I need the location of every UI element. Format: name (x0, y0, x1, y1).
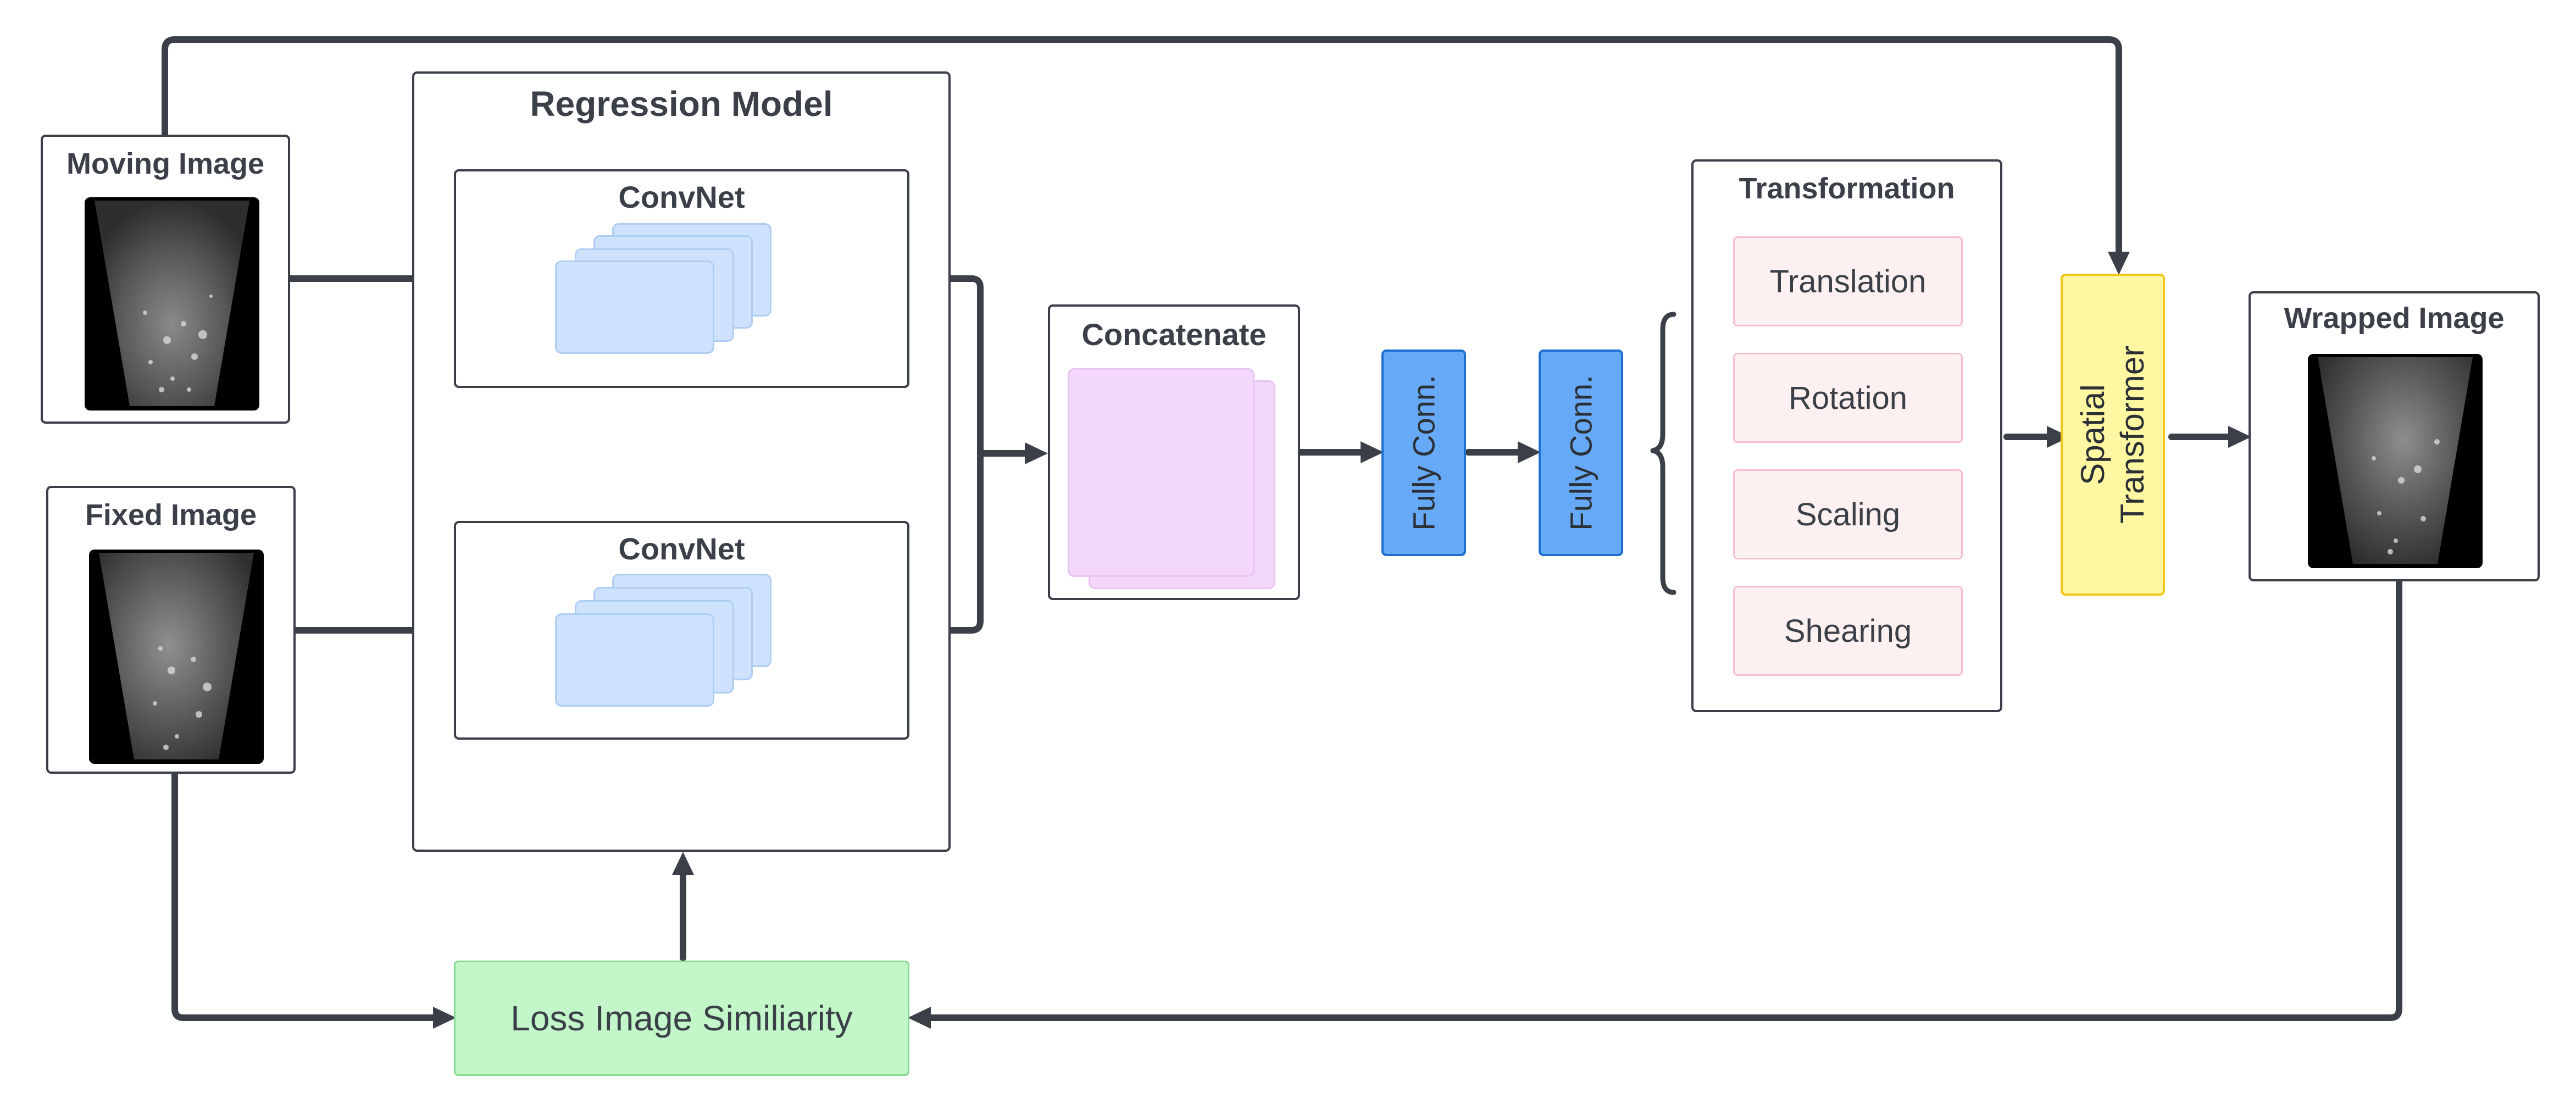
convnet-top-label: ConvNet (618, 180, 745, 214)
feature-map-layer (555, 613, 714, 707)
transformation-translation: Translation (1733, 236, 1963, 326)
transformation-shearing: Shearing (1733, 586, 1963, 676)
spatial-transformer-line1: Spatial (2074, 384, 2111, 485)
loss-image-similarity-box: Loss Image Similiarity (454, 961, 909, 1076)
feature-map-layer (555, 260, 714, 354)
spatial-transformer-label: Spatial Transformer (2073, 346, 2152, 524)
moving-image-box: Moving Image (41, 135, 290, 424)
transformation-brace (1650, 312, 1676, 595)
moving-image-label: Moving Image (66, 147, 265, 180)
fully-connected-2-label: Fully Conn. (1563, 375, 1598, 531)
convnet-bottom-box: ConvNet (454, 521, 909, 740)
moving-image-thumbnail (85, 197, 259, 411)
concatenate-label: Concatenate (1081, 317, 1267, 352)
transformation-label: Transformation (1739, 172, 1955, 205)
concatenate-box: Concatenate (1048, 304, 1300, 600)
spatial-transformer: Spatial Transformer (2061, 274, 2165, 596)
regression-model-label: Regression Model (530, 84, 833, 124)
transformation-rotation: Rotation (1733, 353, 1963, 443)
concat-layer (1068, 368, 1254, 577)
fixed-image-label: Fixed Image (85, 498, 257, 531)
loss-image-similarity-label: Loss Image Similiarity (510, 998, 853, 1038)
arrow-fixed-to-loss (171, 770, 446, 1021)
fully-connected-1-label: Fully Conn. (1406, 375, 1441, 531)
transformation-scaling: Scaling (1733, 469, 1963, 559)
fully-connected-2: Fully Conn. (1539, 350, 1623, 556)
wrapped-image-box: Wrapped Image (2249, 291, 2540, 581)
convnet-bottom-label: ConvNet (618, 531, 745, 566)
transformation-box: Transformation Translation Rotation Scal… (1691, 159, 2002, 712)
spatial-transformer-line2: Transformer (2114, 345, 2151, 524)
wrapped-image-thumbnail (2308, 354, 2483, 568)
convnet-top-box: ConvNet (454, 169, 909, 388)
fixed-image-thumbnail (89, 550, 264, 764)
arrow-wrapped-to-loss (920, 578, 2402, 1021)
wrapped-image-label: Wrapped Image (2284, 302, 2505, 335)
fixed-image-box: Fixed Image (46, 486, 296, 774)
fully-connected-1: Fully Conn. (1381, 350, 1466, 556)
